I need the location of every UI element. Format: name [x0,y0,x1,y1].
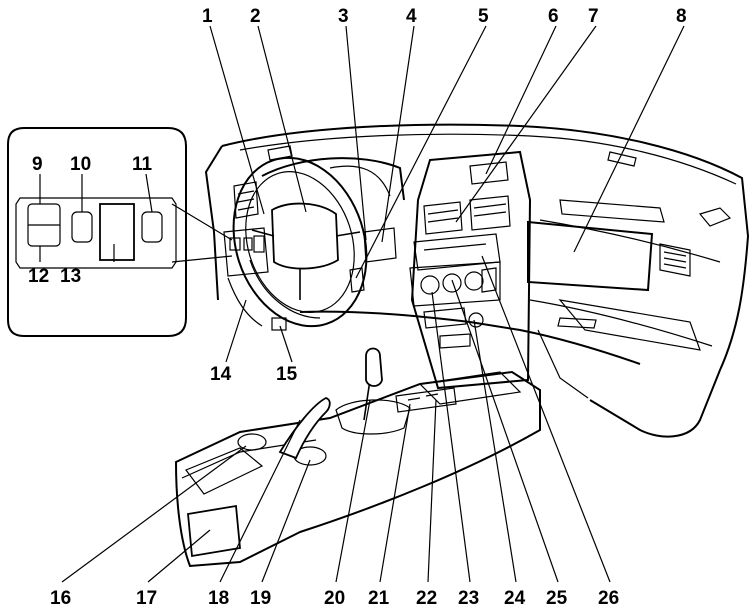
callout-4: 4 [406,6,417,27]
switch-15 [271,317,287,331]
callout-17: 17 [136,588,157,609]
callout-18: 18 [208,588,229,609]
callout-16: 16 [50,588,71,609]
switch-10 [71,211,93,243]
callout-15: 15 [276,364,298,385]
callout-10: 10 [70,154,91,175]
callout-12: 12 [28,266,49,287]
callout-5: 5 [478,6,489,27]
callout-11: 11 [132,154,153,175]
callout-13: 13 [60,266,81,287]
vent-4 [363,227,397,263]
dashboard-body [204,123,750,438]
switch-13 [99,203,135,261]
center-console [174,347,541,568]
left-switch-panel [223,227,269,327]
steering-wheel [232,156,368,328]
callout-1: 1 [202,6,213,27]
callout-2: 2 [250,6,261,27]
switch-11 [141,211,163,243]
callout-22: 22 [416,588,437,609]
display-unit [527,199,665,292]
callout-9: 9 [32,154,43,175]
callout-23: 23 [458,588,479,609]
callout-25: 25 [546,588,568,609]
callout-21: 21 [368,588,390,609]
callout-19: 19 [250,588,271,609]
callout-labels: 1 2 3 4 5 6 7 8 9 10 11 12 13 14 15 16 1… [28,6,687,609]
switch-5 [349,267,365,293]
callout-6: 6 [548,6,559,27]
callout-8: 8 [676,6,687,27]
callout-14: 14 [210,364,232,385]
center-stack [409,150,532,390]
callout-20: 20 [324,588,345,609]
leader-lines [39,25,685,583]
callout-24: 24 [504,588,526,609]
callout-26: 26 [598,588,619,609]
callout-3: 3 [338,6,349,27]
callout-7: 7 [588,6,599,27]
switch-detail-inset [7,127,233,337]
